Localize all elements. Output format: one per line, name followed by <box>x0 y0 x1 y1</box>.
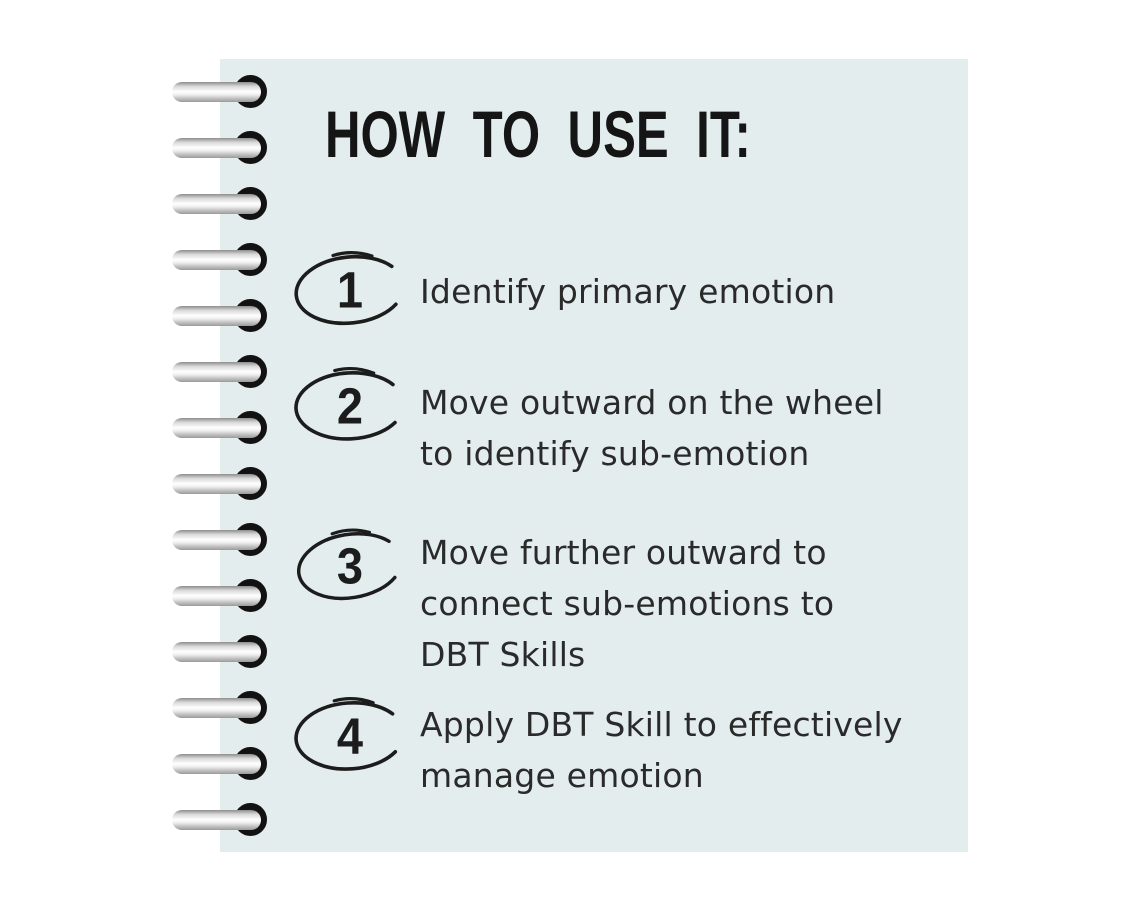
binder-rod-icon <box>172 586 261 606</box>
spiral-ring <box>172 355 268 389</box>
spiral-ring <box>172 747 268 781</box>
spiral-ring <box>172 579 268 613</box>
step-text-line: Apply DBT Skill to effectively <box>420 705 903 744</box>
binder-rod-icon <box>172 418 261 438</box>
step-text-line: DBT Skills <box>420 635 586 674</box>
step-text: Apply DBT Skill to effectively manage em… <box>420 699 903 801</box>
step-text: Move further outward to connect sub-emot… <box>420 527 834 680</box>
binder-rod-icon <box>172 306 261 326</box>
step-number: 3 <box>336 536 364 594</box>
hand-drawn-circle-icon <box>296 528 404 601</box>
step-number-badge: 3 <box>292 525 412 605</box>
step-text: Identify primary emotion <box>420 266 835 317</box>
binder-rod-icon <box>172 810 261 830</box>
spiral-ring <box>172 131 268 165</box>
page-title: HOW TO USE IT: <box>325 97 751 172</box>
spiral-ring <box>172 243 268 277</box>
step-text-line: Move further outward to <box>420 533 827 572</box>
hand-drawn-circle-icon <box>294 251 406 326</box>
binder-rod-icon <box>172 642 261 662</box>
step-number: 4 <box>336 706 364 764</box>
hand-drawn-circle-icon <box>294 366 406 441</box>
step-text-line: connect sub-emotions to <box>420 584 835 623</box>
binder-rod-icon <box>172 362 261 382</box>
spiral-ring <box>172 523 268 557</box>
binder-rod-icon <box>172 754 261 774</box>
step-number-badge: 2 <box>292 365 412 445</box>
binder-rod-icon <box>172 250 261 270</box>
spiral-ring <box>172 803 268 837</box>
step-number-badge: 4 <box>292 695 412 775</box>
binder-rod-icon <box>172 474 261 494</box>
step-text: Move outward on the wheel to identify su… <box>420 377 884 479</box>
step-text-line: Identify primary emotion <box>420 272 836 311</box>
step-text-line: Move outward on the wheel <box>420 383 884 422</box>
step-text-line: to identify sub-emotion <box>420 434 810 473</box>
step-number: 1 <box>336 260 364 318</box>
spiral-ring <box>172 691 268 725</box>
spiral-ring <box>172 187 268 221</box>
hand-drawn-circle-icon <box>294 697 406 771</box>
binder-rod-icon <box>172 194 261 214</box>
binder-rod-icon <box>172 82 261 102</box>
spiral-ring <box>172 75 268 109</box>
step-number-badge: 1 <box>292 249 412 329</box>
binder-rod-icon <box>172 530 261 550</box>
step-number: 2 <box>336 376 364 434</box>
spiral-ring <box>172 299 268 333</box>
step-text-line: manage emotion <box>420 756 704 795</box>
spiral-ring <box>172 467 268 501</box>
binder-rod-icon <box>172 698 261 718</box>
spiral-ring <box>172 635 268 669</box>
spiral-binding <box>0 0 300 912</box>
spiral-ring <box>172 411 268 445</box>
binder-rod-icon <box>172 138 261 158</box>
notebook-paper <box>220 59 968 852</box>
